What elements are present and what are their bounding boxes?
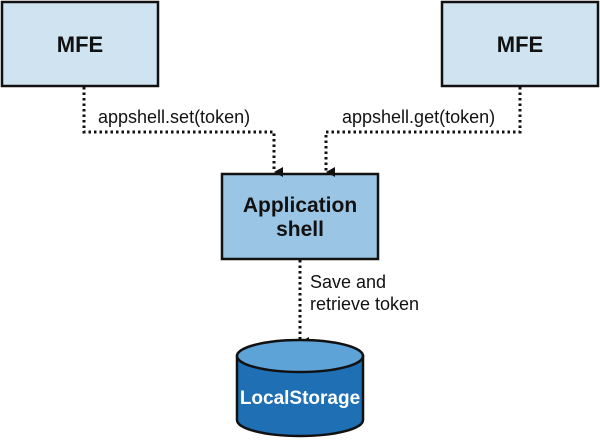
get-token-label: appshell.get(token): [342, 107, 495, 127]
app-shell-label-line1: Application: [243, 194, 357, 217]
app-shell-label-line2: shell: [276, 218, 324, 241]
app-shell-box: [220, 172, 380, 261]
set-token-label: appshell.set(token): [98, 107, 250, 127]
storage-edge-label-line1: Save and: [310, 272, 386, 292]
mfe-right-box: [440, 0, 600, 88]
mfe-left-label: MFE: [57, 32, 103, 57]
storage-edge: Save and retrieve token: [298, 260, 419, 347]
mfe-right-node: MFE: [440, 0, 600, 88]
mfe-left-node: MFE: [0, 0, 160, 88]
local-storage-node: LocalStorage: [235, 338, 365, 438]
local-storage-label: LocalStorage: [240, 388, 360, 409]
storage-edge-label-line2: retrieve token: [310, 294, 419, 314]
set-token-edge: appshell.set(token): [82, 87, 283, 177]
mfe-right-label: MFE: [497, 32, 543, 57]
set-token-connector: [82, 87, 283, 177]
local-storage-cylinder-body: [235, 354, 365, 438]
get-token-connector: [324, 87, 522, 177]
get-token-edge: appshell.get(token): [324, 87, 522, 177]
local-storage-cylinder-top: [235, 338, 365, 374]
app-shell-node: Application shell: [220, 172, 380, 261]
mfe-left-box: [0, 0, 160, 88]
